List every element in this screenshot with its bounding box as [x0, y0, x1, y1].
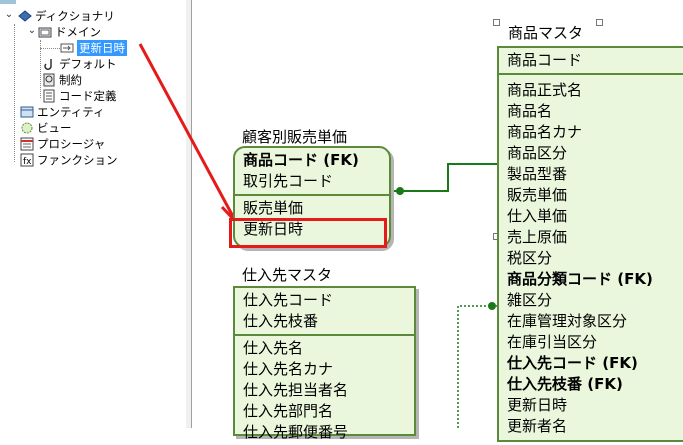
- tree-node-label: ディクショナリ: [35, 9, 115, 23]
- entity-attribute[interactable]: 在庫引当区分: [507, 333, 598, 351]
- entity-attribute[interactable]: 仕入単価: [507, 207, 568, 225]
- entity-attribute[interactable]: 雑区分: [507, 291, 553, 309]
- tree-node-constraint[interactable]: 制約: [42, 72, 82, 88]
- entity-attribute[interactable]: 商品区分: [507, 144, 568, 162]
- highlight-box: [229, 218, 387, 248]
- tree-node-function[interactable]: fx ファンクション: [20, 152, 118, 168]
- annotation-arrow: [138, 43, 238, 223]
- entity-attribute[interactable]: 仕入先枝番: [243, 312, 319, 330]
- selection-handle[interactable]: [596, 19, 603, 26]
- folder-icon: [38, 25, 52, 39]
- entity-attribute[interactable]: 仕入先名カナ: [243, 360, 334, 378]
- entity-attribute[interactable]: 取引先コード: [243, 172, 334, 190]
- book-icon: [18, 9, 32, 23]
- tree-node-label: デフォルト: [59, 57, 117, 71]
- constraint-icon: [42, 73, 56, 87]
- tree-node-entity[interactable]: エンティティ: [20, 104, 105, 120]
- code-definition-icon: [42, 89, 56, 103]
- entity-attribute[interactable]: 商品分類コード (FK): [507, 270, 653, 288]
- entity-attribute[interactable]: 仕入先枝番 (FK): [507, 375, 623, 393]
- entity-attribute[interactable]: 税区分: [507, 249, 553, 267]
- tree-node-label: ビュー: [37, 121, 72, 135]
- entity-attribute[interactable]: 商品名カナ: [507, 123, 583, 141]
- tree-node-procedure[interactable]: プロシージャ: [20, 136, 105, 152]
- entity-attribute[interactable]: 在庫管理対象区分: [507, 312, 628, 330]
- chevron-down-icon[interactable]: ⌄: [27, 25, 37, 36]
- tree-node-label: コード定義: [59, 89, 117, 103]
- tree-node-view[interactable]: ビュー: [20, 120, 72, 136]
- entity-attribute[interactable]: 仕入先名: [243, 339, 304, 357]
- relationship-endpoint: [488, 302, 496, 310]
- tree-guide-line: [14, 24, 15, 162]
- selection-handle[interactable]: [493, 19, 500, 26]
- relationship-endpoint: [396, 187, 404, 195]
- tree-node-label: プロシージャ: [37, 137, 106, 151]
- svg-text:fx: fx: [23, 157, 32, 167]
- entity-icon: [20, 105, 34, 119]
- entity-key-section: 商品コード (FK) 取引先コード: [235, 148, 389, 196]
- tree-node-label: エンティティ: [37, 105, 105, 119]
- entity-attribute[interactable]: 販売単価: [507, 186, 568, 204]
- entity-attribute[interactable]: 販売単価: [243, 199, 304, 217]
- tree-node-label: 制約: [59, 73, 82, 87]
- entity-key-section: 仕入先コード 仕入先枝番: [235, 288, 414, 336]
- view-icon: [20, 121, 34, 135]
- tree-guide-line: [40, 40, 41, 98]
- entity-product[interactable]: 商品コード 商品正式名 商品名 商品名カナ 商品区分 製品型番 販売単価 仕入単…: [497, 46, 683, 442]
- entity-attribute-section: 販売単価 更新日時: [235, 196, 389, 242]
- entity-attribute[interactable]: 仕入先コード: [243, 291, 334, 309]
- entity-title-product: 商品マスタ: [508, 24, 584, 42]
- field-icon: [60, 41, 74, 55]
- tree-node-code-definition[interactable]: コード定義: [42, 88, 117, 104]
- tree-guide-line: [40, 48, 60, 49]
- entity-attribute[interactable]: 製品型番: [507, 165, 568, 183]
- default-icon: [42, 57, 56, 71]
- entity-attribute[interactable]: 商品正式名: [507, 81, 583, 99]
- entity-attribute[interactable]: 仕入先コード (FK): [507, 354, 638, 372]
- entity-attribute[interactable]: 売上原価: [507, 228, 568, 246]
- tree-node-label: ドメイン: [55, 25, 101, 39]
- entity-attribute[interactable]: 更新日時: [507, 396, 568, 414]
- entity-customer-price[interactable]: 商品コード (FK) 取引先コード 販売単価 更新日時: [233, 146, 391, 248]
- entity-key-section: 商品コード: [499, 48, 683, 75]
- entity-attribute[interactable]: 仕入先郵便番号: [243, 423, 349, 441]
- entity-attribute[interactable]: 仕入先部門名: [243, 402, 334, 420]
- relationship-line-dotted: [457, 305, 498, 428]
- entity-attribute-section: 仕入先名 仕入先名カナ 仕入先担当者名 仕入先部門名 仕入先郵便番号: [235, 336, 414, 445]
- chevron-down-icon[interactable]: ⌄: [4, 9, 14, 20]
- entity-attribute[interactable]: 商品コード (FK): [243, 151, 359, 169]
- relationship-line: [390, 163, 498, 192]
- tree-node-domain[interactable]: ドメイン: [38, 24, 101, 40]
- entity-supplier[interactable]: 仕入先コード 仕入先枝番 仕入先名 仕入先名カナ 仕入先担当者名 仕入先部門名 …: [233, 286, 416, 441]
- entity-attribute[interactable]: 商品コード: [507, 51, 583, 69]
- function-icon: fx: [20, 153, 34, 167]
- tree-node-default[interactable]: デフォルト: [42, 56, 117, 72]
- tree-node-label: ファンクション: [37, 153, 118, 167]
- tree-node-dictionary[interactable]: ディクショナリ: [18, 8, 115, 24]
- procedure-icon: [20, 137, 34, 151]
- panel-splitter[interactable]: [186, 0, 192, 428]
- tree-node-label-selected: 更新日時: [77, 40, 127, 56]
- entity-title-customer-price: 顧客別販売単価: [242, 128, 348, 146]
- entity-attribute[interactable]: 商品名: [507, 102, 553, 120]
- tree-node-domain-updated-at[interactable]: 更新日時: [60, 40, 127, 56]
- entity-attribute-updated-at[interactable]: 更新日時: [243, 220, 304, 238]
- entity-attribute[interactable]: 更新者名: [507, 417, 568, 435]
- entity-attribute-section: 商品正式名 商品名 商品名カナ 商品区分 製品型番 販売単価 仕入単価 売上原価…: [499, 75, 683, 439]
- entity-title-supplier: 仕入先マスタ: [242, 266, 333, 284]
- entity-attribute[interactable]: 仕入先担当者名: [243, 381, 349, 399]
- tree-top-bar: [0, 0, 16, 4]
